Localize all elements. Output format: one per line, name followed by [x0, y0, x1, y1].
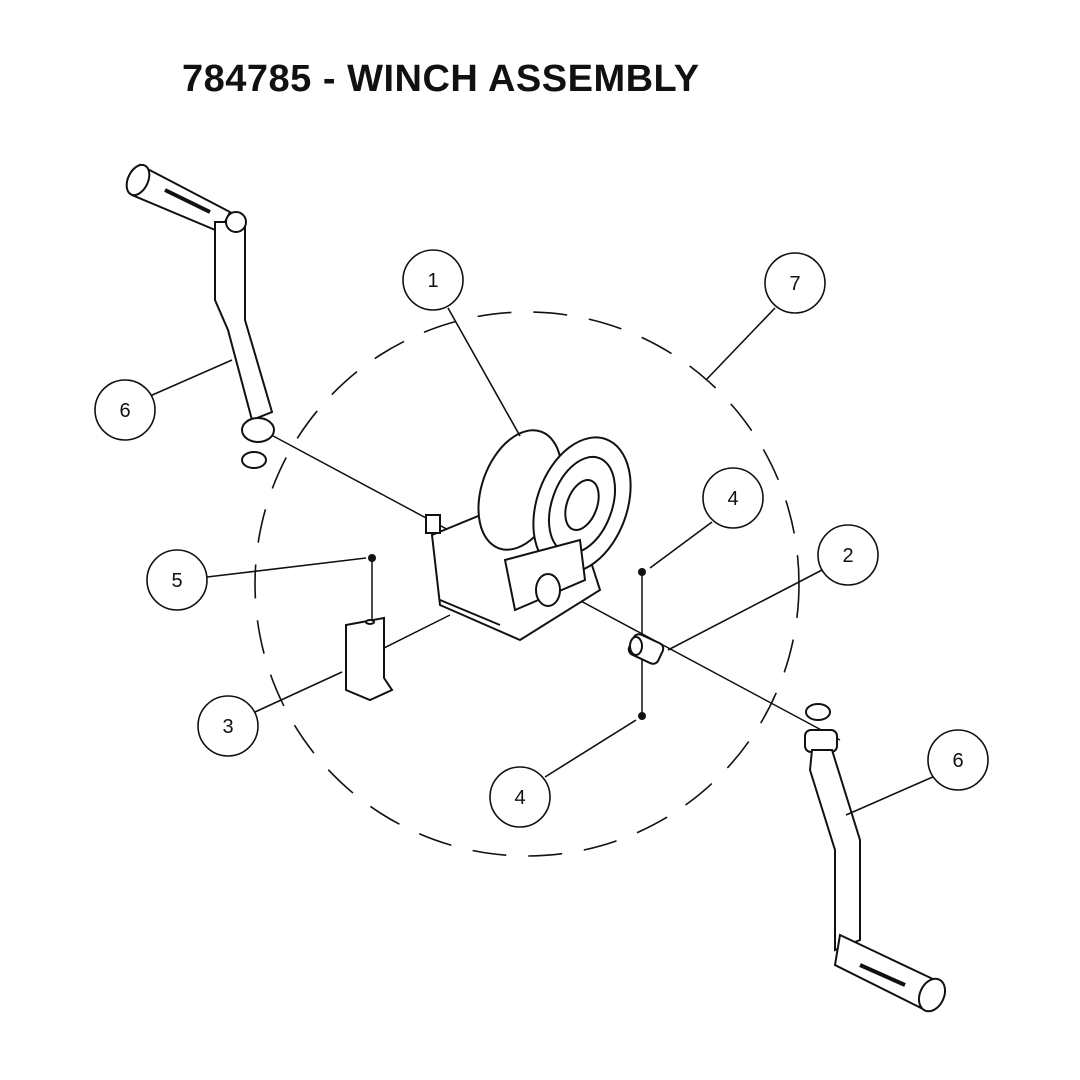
balloon-1: 1: [402, 249, 464, 311]
svg-text:1: 1: [427, 270, 438, 292]
svg-text:4: 4: [514, 787, 525, 809]
leader-6-right: [845, 775, 936, 816]
balloon-4-top: 4: [702, 467, 764, 529]
handle-left: [125, 163, 275, 469]
drawing-title: 784785 - WINCH ASSEMBLY: [182, 58, 700, 100]
winch-body: [425, 429, 632, 642]
leader-3: [254, 671, 343, 713]
balloon-2: 2: [817, 524, 879, 586]
assembly-boundary-dashed-circle: [254, 311, 800, 857]
mounting-bracket: [345, 616, 394, 702]
leader-4-bottom: [544, 719, 637, 778]
leader-1: [447, 307, 521, 437]
balloon-5: 5: [146, 549, 208, 611]
leader-7: [705, 307, 776, 381]
balloon-6-right: 6: [927, 729, 989, 791]
leader-6-left: [149, 359, 233, 397]
handle-right: [804, 703, 947, 1013]
svg-text:5: 5: [171, 570, 182, 592]
svg-text:6: 6: [119, 400, 130, 422]
svg-text:3: 3: [222, 716, 233, 738]
coupler: [627, 633, 665, 665]
balloon-3: 3: [197, 695, 259, 757]
svg-text:7: 7: [789, 273, 800, 295]
bracket-axis-line: [379, 614, 451, 651]
balloon-7: 7: [764, 252, 826, 314]
pin-top: [638, 568, 646, 576]
balloon-4-bottom: 4: [489, 766, 551, 828]
bolt: [368, 554, 376, 562]
pin-bottom: [638, 712, 646, 720]
svg-text:2: 2: [842, 545, 853, 567]
svg-text:6: 6: [952, 750, 963, 772]
svg-text:4: 4: [727, 488, 738, 510]
balloon-6-left: 6: [94, 379, 156, 441]
leader-4-top: [649, 521, 713, 569]
leader-2: [667, 569, 823, 651]
leader-5: [206, 557, 367, 578]
